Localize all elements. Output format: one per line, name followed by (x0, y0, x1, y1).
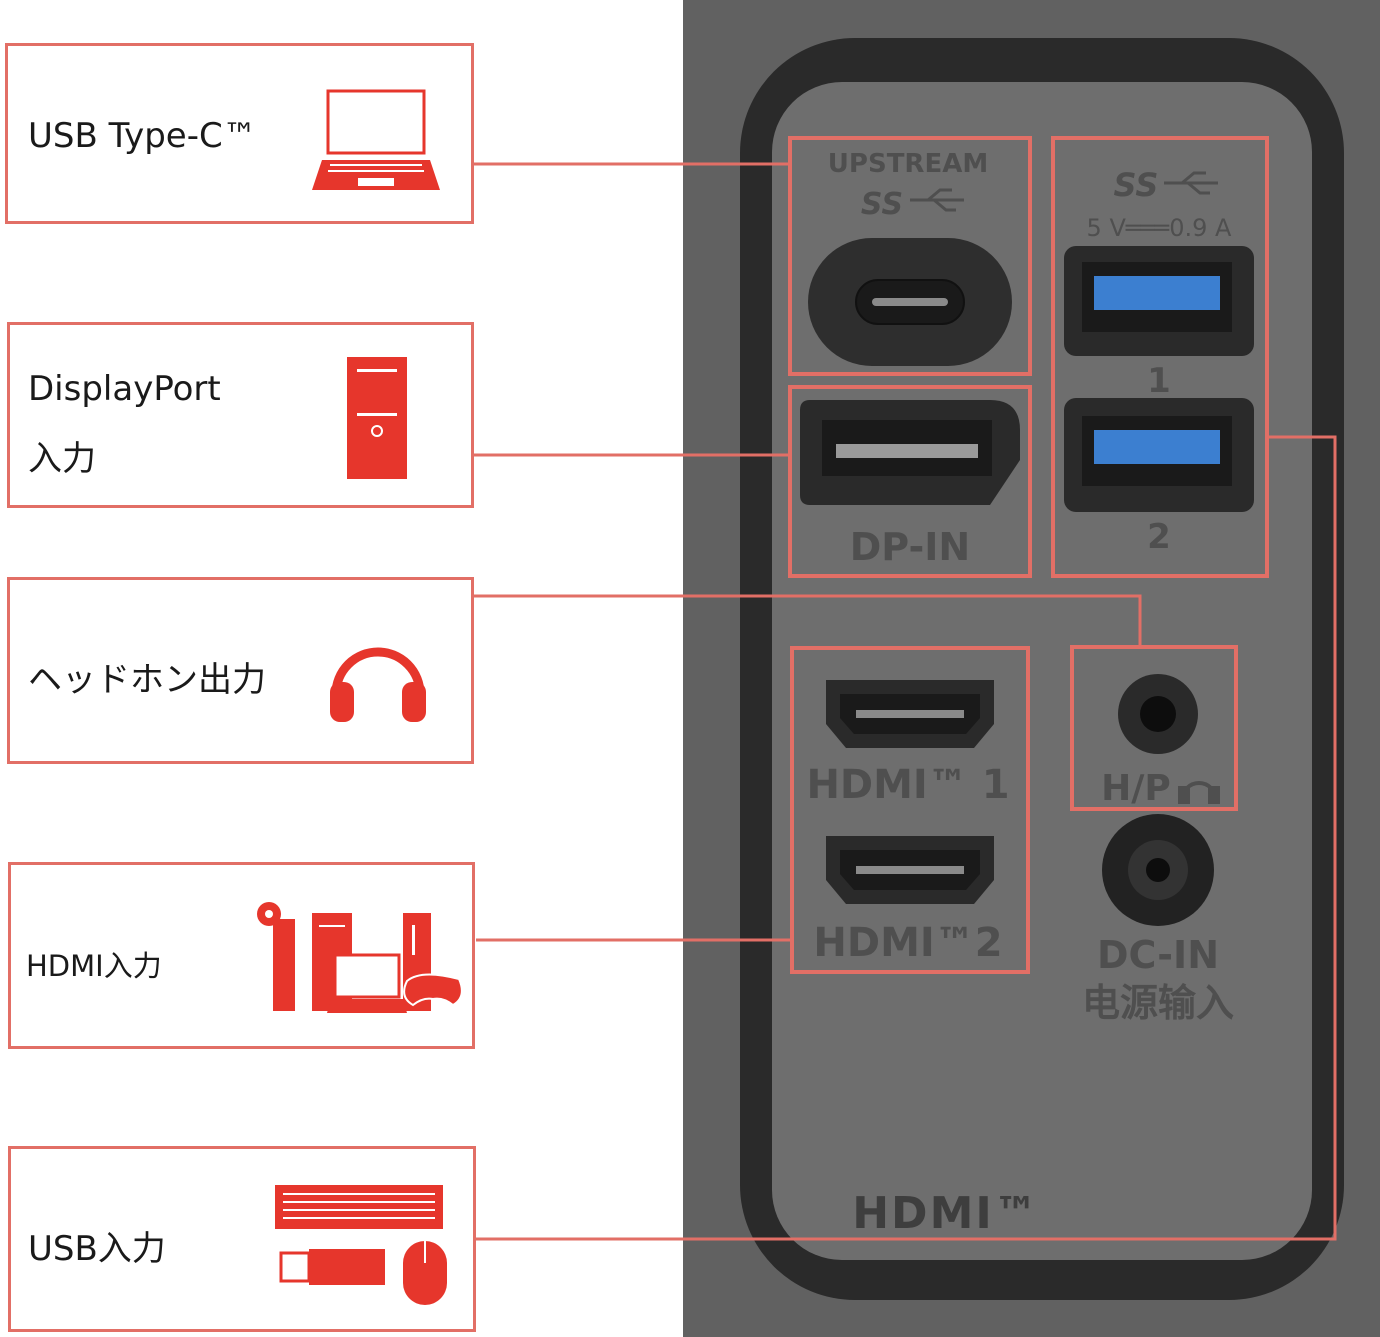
usb-connector-line (476, 435, 1337, 1241)
usb-power-rating-text: 5 V═══0.9 A (1087, 214, 1232, 242)
panel-inner (772, 82, 1312, 1260)
usb-type-c-label: USB Type-C™ (28, 116, 257, 156)
headphone-label-box: ヘッドホン出力 (7, 577, 474, 764)
dc-in-chinese-text: 电源输入 (1082, 981, 1234, 1025)
hdmi-label-box: HDMI入力 (8, 862, 475, 1049)
keyboard-mouse-usb-icon (275, 1185, 447, 1305)
usb-label: USB入力 (28, 1229, 166, 1269)
dc-in-jack-hole (1146, 858, 1170, 882)
usb-a-port-2-tongue (1094, 430, 1220, 464)
dp-in-text: DP-IN (850, 525, 970, 569)
usb-a-port-1-tongue (1094, 276, 1220, 310)
hdmi-port-1-pins (856, 710, 964, 718)
hdmi-highlight-box (790, 646, 1030, 974)
displayport-label-box: DisplayPort 入力 (7, 322, 474, 508)
hdmi-logo: HDMI™ (852, 1188, 1040, 1239)
hdmi-devices-icon (257, 902, 463, 1013)
headphone-connector-line (474, 594, 1142, 647)
hdmi-1-text: HDMI™ 1 (806, 762, 1009, 808)
headphone-label: ヘッドホン出力 (28, 660, 266, 700)
usb-c-port-tongue (872, 298, 948, 306)
usb-port-1-number: 1 (1147, 361, 1171, 401)
laptop-icon (312, 89, 440, 190)
usb-c-highlight-box (788, 136, 1032, 376)
headphones-icon (330, 647, 426, 722)
dc-in-text: DC-IN (1097, 933, 1219, 977)
hp-headphone-icon (1178, 781, 1220, 804)
usb-type-c-label-box: USB Type-C™ (5, 43, 474, 224)
ss-upstream-text: SS (861, 187, 903, 222)
usb-a-highlight-box (1051, 136, 1269, 578)
hp-text: H/P (1101, 768, 1171, 809)
displayport-label-line2: 入力 (28, 439, 96, 479)
headphone-jack-hole (1140, 696, 1176, 732)
desktop-tower-icon (347, 357, 407, 479)
displayport-pins (836, 444, 978, 458)
hdmi-port-2-pins (856, 866, 964, 874)
upstream-text: UPSTREAM (828, 149, 988, 179)
headphone-highlight-box (1070, 645, 1238, 811)
displayport-highlight-box (788, 385, 1032, 578)
usb-label-box: USB入力 (8, 1146, 476, 1332)
ss-downstream-text: SS (1114, 166, 1159, 204)
hdmi-2-text: HDMI™2 (813, 920, 1002, 966)
usb-trident-icon-downstream (1164, 171, 1218, 195)
usb-port-2-number: 2 (1147, 517, 1171, 557)
hdmi-label: HDMI入力 (26, 949, 162, 983)
displayport-label-line1: DisplayPort (28, 369, 221, 409)
usb-trident-icon-upstream (910, 188, 964, 212)
